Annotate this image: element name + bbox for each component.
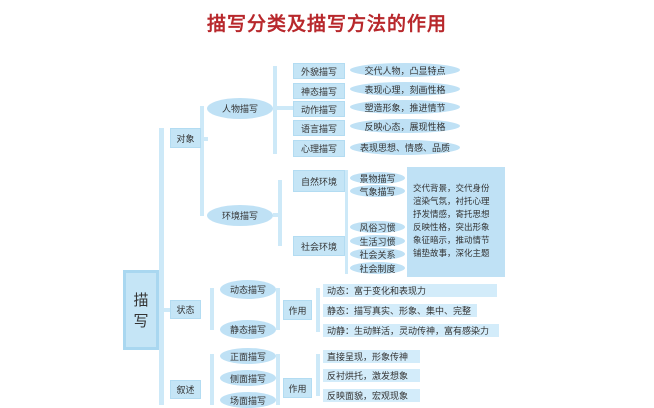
state-effect: 动静：生动鲜活，灵动传神，富有感染力 xyxy=(323,324,499,337)
narration-effect: 反映面貌，宏观现象 xyxy=(323,389,420,402)
connector xyxy=(316,354,320,396)
social-item: 风俗习惯 xyxy=(350,221,405,234)
environment-description: 环境描写 xyxy=(207,205,273,226)
effect-line: 反映性格，突出形象 xyxy=(413,223,490,233)
state-item: 动态描写 xyxy=(220,280,276,299)
natural-item: 景物描写 xyxy=(350,172,405,185)
effect-line: 抒发情感，寄托思想 xyxy=(413,210,490,220)
state-function: 作用 xyxy=(283,300,312,320)
environment-effects: 交代背景，交代身份 渲染气氛，衬托心理 抒发情感，寄托思想 反映性格，突出形象 … xyxy=(407,167,505,277)
connector xyxy=(200,106,204,216)
root-char: 写 xyxy=(133,312,149,330)
category-narration: 叙述 xyxy=(170,380,201,399)
person-item: 神态描写 xyxy=(293,83,345,99)
connector xyxy=(345,170,348,274)
state-effect: 静态：描写真实、形象、集中、完整 xyxy=(323,304,477,317)
effect-line: 象征暗示，推动情节 xyxy=(413,236,490,246)
root-node: 描 写 xyxy=(123,270,159,350)
narration-item: 场面描写 xyxy=(220,392,276,408)
person-item: 语言描写 xyxy=(293,120,345,136)
social-item: 社会制度 xyxy=(350,262,405,275)
root-char: 描 xyxy=(133,291,149,309)
state-item: 静态描写 xyxy=(220,320,276,339)
category-object: 对象 xyxy=(170,128,201,148)
connector xyxy=(210,288,214,330)
person-effect: 反映心态，展现性格 xyxy=(350,119,460,133)
connector xyxy=(200,137,208,141)
connector xyxy=(273,66,277,154)
social-item: 社会关系 xyxy=(350,248,405,261)
connector xyxy=(273,106,293,110)
natural-environment: 自然环境 xyxy=(293,170,345,192)
narration-function: 作用 xyxy=(283,378,312,398)
narration-item: 正面描写 xyxy=(220,348,276,364)
connector xyxy=(273,213,282,217)
natural-item: 气象描写 xyxy=(350,185,405,198)
person-effect: 表现心理，刻画性格 xyxy=(350,82,460,96)
social-item: 生活习惯 xyxy=(350,235,405,248)
person-item: 外貌描写 xyxy=(293,63,345,79)
trunk-line xyxy=(159,128,164,405)
connector xyxy=(316,288,320,332)
connector xyxy=(159,308,171,312)
effect-line: 渲染气氛，衬托心理 xyxy=(413,197,490,207)
person-item: 动作描写 xyxy=(293,101,345,117)
effect-line: 铺垫故事，深化主题 xyxy=(413,249,490,259)
person-effect: 交代人物，凸显特点 xyxy=(350,63,460,77)
narration-effect: 反衬烘托，激发想象 xyxy=(323,369,420,382)
connector xyxy=(210,354,214,405)
person-effect: 塑造形象，推进情节 xyxy=(350,100,460,114)
social-environment: 社会环境 xyxy=(293,236,345,256)
person-effect: 表现思想、情感、品质 xyxy=(350,140,460,155)
state-effect: 动态：富于变化和表现力 xyxy=(323,284,497,297)
page-title: 描写分类及描写方法的作用 xyxy=(206,12,447,35)
connector xyxy=(276,288,280,330)
person-item: 心理描写 xyxy=(293,140,345,157)
narration-item: 侧面描写 xyxy=(220,370,276,386)
connector xyxy=(276,354,280,405)
category-state: 状态 xyxy=(170,300,201,319)
effect-line: 交代背景，交代身份 xyxy=(413,184,490,194)
narration-effect: 直接呈现，形象传神 xyxy=(323,350,420,363)
person-description: 人物描写 xyxy=(207,98,273,119)
